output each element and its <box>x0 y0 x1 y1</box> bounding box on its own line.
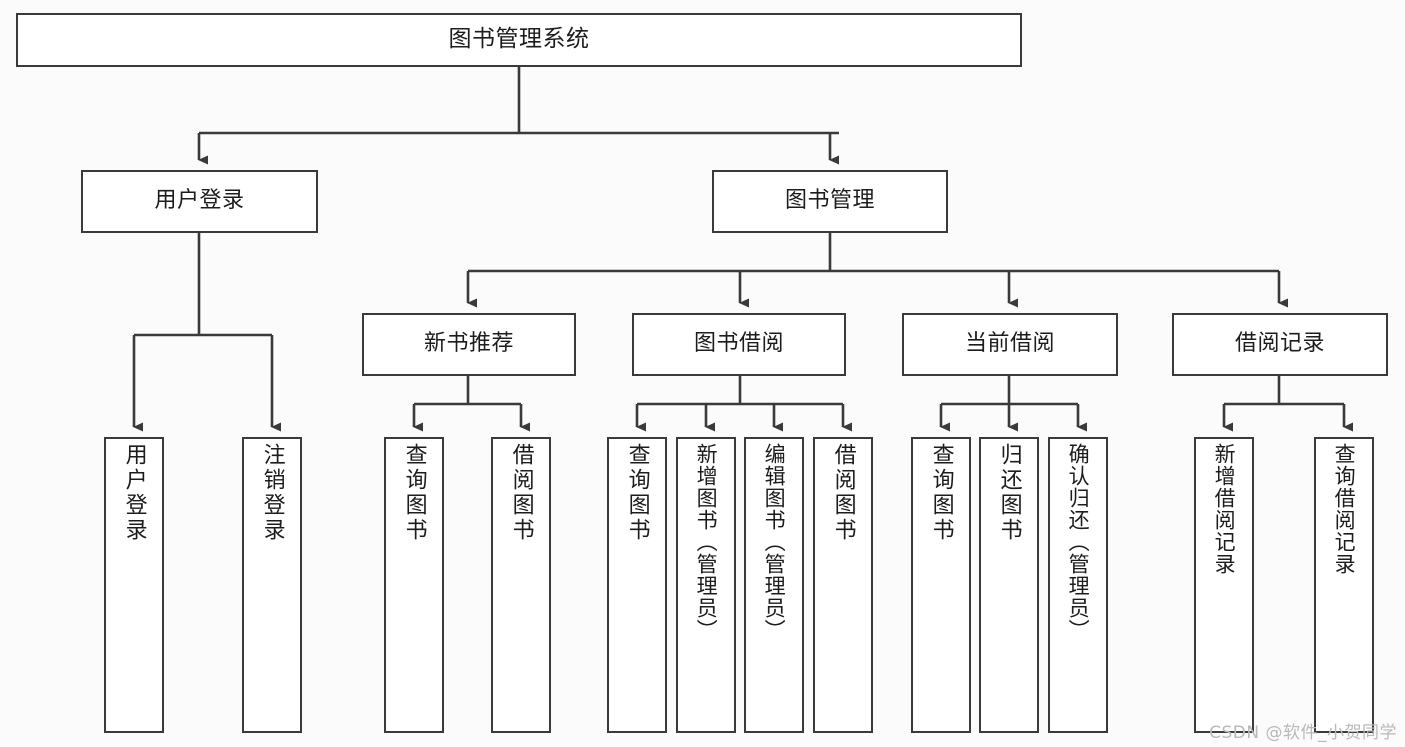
node-user-login-label: 用户登录 <box>154 188 245 214</box>
node-leaf-user-login-label: 用户登录 <box>121 443 147 543</box>
node-current-borrow[interactable]: 当前借阅 <box>902 313 1118 376</box>
node-leaf-borrow-book-2-label: 借阅图书 <box>830 443 856 543</box>
node-leaf-borrow-book-1[interactable]: 借阅图书 <box>491 437 551 733</box>
node-leaf-add-book-label: 新增图书（管理员） <box>694 443 719 641</box>
node-new-book-recommend-label: 新书推荐 <box>423 331 514 357</box>
node-current-borrow-label: 当前借阅 <box>964 331 1055 357</box>
node-book-management-label: 图书管理 <box>784 188 875 214</box>
node-new-book-recommend[interactable]: 新书推荐 <box>362 313 576 376</box>
node-leaf-query-book-1-label: 查询图书 <box>401 443 427 543</box>
node-borrow-record-label: 借阅记录 <box>1234 331 1325 357</box>
node-leaf-return-book-label: 归还图书 <box>996 443 1022 543</box>
node-leaf-query-borrow-record-label: 查询借阅记录 <box>1332 443 1357 575</box>
node-leaf-logout-login[interactable]: 注销登录 <box>242 437 302 733</box>
node-leaf-query-book-3[interactable]: 查询图书 <box>911 437 971 733</box>
node-book-borrow-label: 图书借阅 <box>693 331 784 357</box>
node-book-management[interactable]: 图书管理 <box>712 170 948 233</box>
node-leaf-query-book-1[interactable]: 查询图书 <box>384 437 444 733</box>
node-leaf-borrow-book-2[interactable]: 借阅图书 <box>813 437 873 733</box>
node-leaf-query-book-2[interactable]: 查询图书 <box>607 437 667 733</box>
node-user-login[interactable]: 用户登录 <box>81 170 318 233</box>
node-leaf-add-borrow-record[interactable]: 新增借阅记录 <box>1194 437 1254 733</box>
node-leaf-confirm-return-label: 确认归还（管理员） <box>1066 443 1091 641</box>
node-leaf-edit-book[interactable]: 编辑图书（管理员） <box>744 437 804 733</box>
node-leaf-query-book-3-label: 查询图书 <box>928 443 954 543</box>
node-leaf-query-borrow-record[interactable]: 查询借阅记录 <box>1314 437 1374 733</box>
node-leaf-add-borrow-record-label: 新增借阅记录 <box>1212 443 1237 575</box>
node-leaf-query-book-2-label: 查询图书 <box>624 443 650 543</box>
node-root-system-label: 图书管理系统 <box>448 26 590 53</box>
node-leaf-user-login[interactable]: 用户登录 <box>104 437 164 733</box>
node-root-system[interactable]: 图书管理系统 <box>16 13 1022 67</box>
node-leaf-borrow-book-1-label: 借阅图书 <box>508 443 534 543</box>
csdn-watermark: CSDN @软件_小贺同学 <box>1209 723 1397 743</box>
node-borrow-record[interactable]: 借阅记录 <box>1172 313 1388 376</box>
node-leaf-confirm-return[interactable]: 确认归还（管理员） <box>1048 437 1108 733</box>
node-leaf-add-book[interactable]: 新增图书（管理员） <box>676 437 736 733</box>
node-book-borrow[interactable]: 图书借阅 <box>632 313 846 376</box>
node-leaf-edit-book-label: 编辑图书（管理员） <box>762 443 787 641</box>
node-leaf-return-book[interactable]: 归还图书 <box>979 437 1039 733</box>
node-leaf-logout-login-label: 注销登录 <box>259 443 285 543</box>
